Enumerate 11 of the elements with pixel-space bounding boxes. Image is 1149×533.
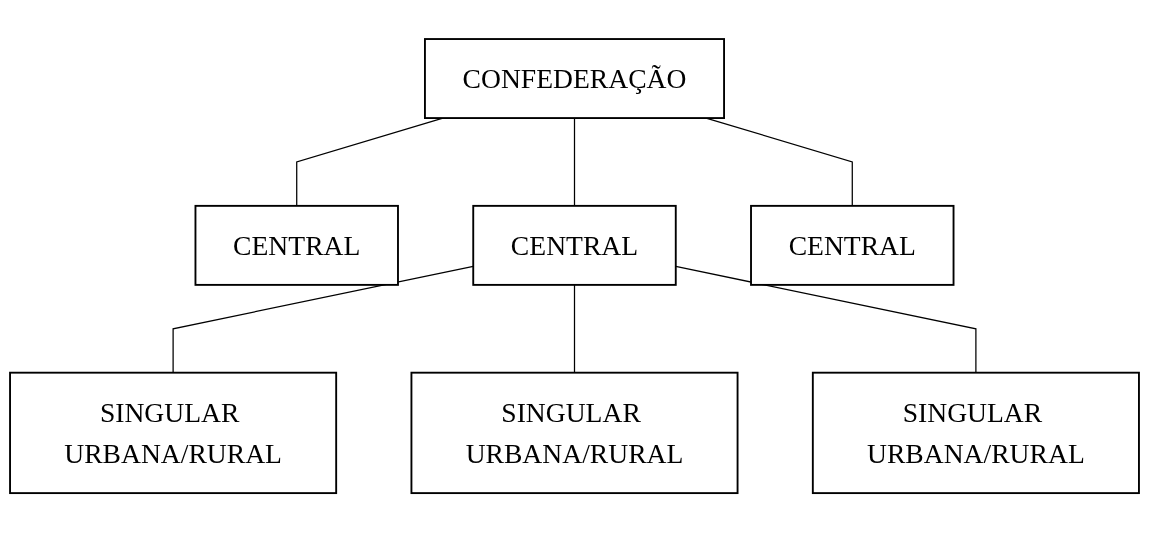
connector xyxy=(573,284,576,374)
connector xyxy=(675,266,977,374)
node-box: CENTRAL xyxy=(472,205,677,287)
node-box: CENTRAL xyxy=(750,205,955,287)
node-box: CONFEDERAÇÃO xyxy=(424,38,725,120)
node-box: SINGULAR URBANA/RURAL xyxy=(9,372,338,495)
node-box: SINGULAR URBANA/RURAL xyxy=(811,372,1140,495)
connector xyxy=(573,117,576,207)
connector xyxy=(172,266,474,374)
node-box: CENTRAL xyxy=(194,205,399,287)
node-box: SINGULAR URBANA/RURAL xyxy=(410,372,739,495)
